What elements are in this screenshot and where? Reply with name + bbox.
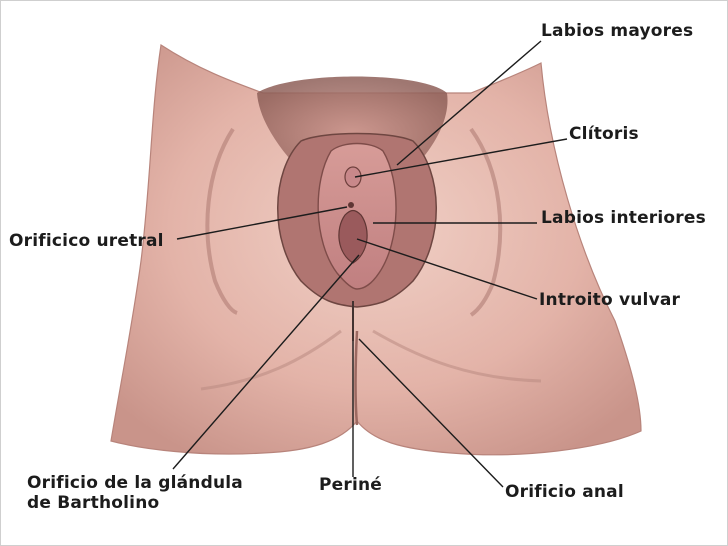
label-labios-interiores: Labios interiores [541, 208, 706, 228]
right-thigh-fold [469, 127, 503, 317]
label-perine: Periné [319, 475, 383, 495]
leader-lines [172, 40, 568, 488]
label-clitoris: Clítoris [569, 124, 639, 144]
right-buttock-crease [372, 329, 542, 383]
label-labios-mayores: Labios mayores [541, 21, 694, 41]
leader-orificio-uretral [176, 206, 348, 240]
label-orificio-uretral: Orificico uretral [9, 231, 164, 251]
introitus-shape [338, 209, 368, 264]
leader-introito-vulvar [356, 238, 538, 300]
urethral-opening-shape [348, 202, 354, 208]
gluteal-cleft [354, 330, 359, 426]
leader-labios-mayores [396, 40, 542, 166]
leader-clitoris [354, 138, 568, 178]
leader-bartholino [172, 254, 360, 470]
left-thigh-fold [205, 127, 238, 315]
leader-orificio-anal [358, 338, 504, 488]
label-bartholino: Orificio de la glándula de Bartholino [27, 473, 297, 513]
clitoris-shape [344, 166, 362, 188]
label-bartholino-line1: Orificio de la glándula [27, 473, 243, 493]
label-introito-vulvar: Introito vulvar [539, 290, 681, 310]
left-buttock-crease [200, 329, 342, 391]
label-orificio-anal: Orificio anal [505, 482, 624, 502]
label-bartholino-line2: de Bartholino [27, 493, 160, 513]
